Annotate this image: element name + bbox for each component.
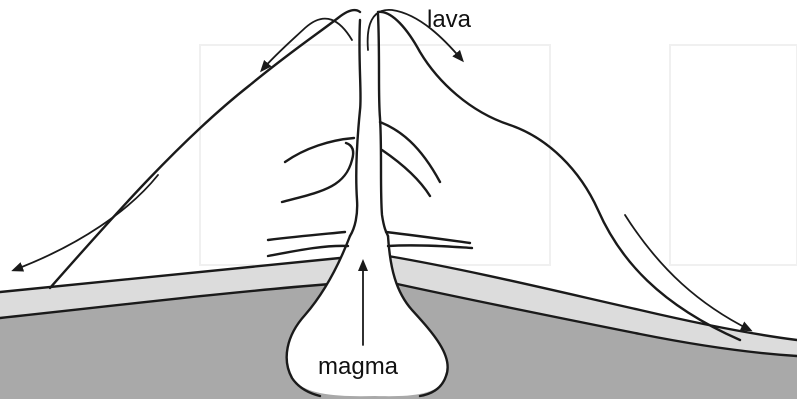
dyke-lower-right-2 [388, 245, 472, 248]
dyke-lower-left-1 [268, 232, 345, 240]
central-conduit-left [350, 20, 361, 236]
lava-label: lava [427, 6, 472, 33]
dyke-upper-left [285, 138, 354, 162]
magma-label: magma [318, 353, 399, 380]
volcano-left-flank [50, 10, 360, 288]
dyke-lower-left-2 [268, 246, 348, 256]
dyke-mid-left [282, 143, 353, 202]
lava-arrow-left-flank [14, 175, 158, 270]
background-ghosting [200, 45, 797, 265]
dyke-lower-right-1 [386, 232, 470, 243]
